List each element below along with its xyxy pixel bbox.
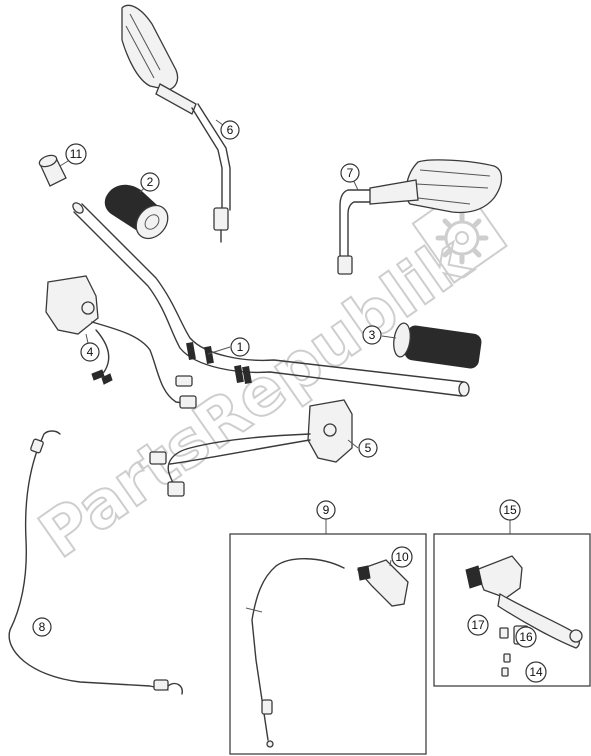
callout-label: 8 [39,620,46,634]
callout-circle [358,438,378,458]
callouts: 1 2 3 4 5 6 7 8 9 10 11 14 15 16 17 [32,120,547,683]
watermark-text: PartsRepublik [27,222,484,573]
callout-label: 15 [503,503,517,517]
callout-circle [362,325,382,345]
callout-circle [515,626,537,648]
callout-circle [316,500,336,520]
callout-8: 8 [32,617,52,637]
callout-circle [230,337,250,357]
callout-label: 2 [147,175,154,189]
callout-circle [65,143,87,165]
callout-label: 10 [395,550,409,564]
callout-3: 3 [362,325,382,345]
callout-1: 1 [230,337,250,357]
callout-label: 1 [237,340,244,354]
callout-circle [32,617,52,637]
callout-label: 16 [519,630,533,644]
callout-circle [525,661,547,683]
callout-15: 15 [499,499,521,521]
callout-6: 6 [220,120,240,140]
part-11-sleeve [38,154,67,187]
callout-label: 5 [365,441,372,455]
callout-label: 3 [369,328,376,342]
callout-label: 6 [227,123,234,137]
callout-label: 7 [347,166,354,180]
callout-circle [467,614,489,636]
callout-4: 4 [80,342,100,362]
group-9-box [229,533,427,755]
part-3-right-grip [393,322,482,369]
callout-label: 17 [471,618,485,632]
callout-16: 16 [515,626,537,648]
callout-5: 5 [358,438,378,458]
part-4-left-switch [45,275,197,409]
watermark: PartsRepublik [26,185,508,574]
callout-11: 11 [65,143,87,165]
callout-2: 2 [140,172,160,192]
callout-circle [220,120,240,140]
callout-17: 17 [467,614,489,636]
callout-circle [499,499,521,521]
callout-label: 14 [529,665,543,679]
callout-circle [140,172,160,192]
callout-circle [80,342,100,362]
part-8-cable [8,430,183,695]
callout-10: 10 [391,546,413,568]
callout-9: 9 [316,500,336,520]
callout-7: 7 [340,163,360,183]
callout-label: 4 [87,345,94,359]
callout-circle [340,163,360,183]
callout-label: 11 [70,147,83,161]
callout-label: 9 [323,503,330,517]
callout-14: 14 [525,661,547,683]
part-1-handlebar [72,202,470,397]
part-7-right-mirror [337,159,503,275]
part-6-left-mirror [121,4,231,243]
group-15-box [433,533,591,687]
part-2-left-grip [104,184,169,240]
part-5-right-switch [149,399,353,497]
callout-circle [391,546,413,568]
